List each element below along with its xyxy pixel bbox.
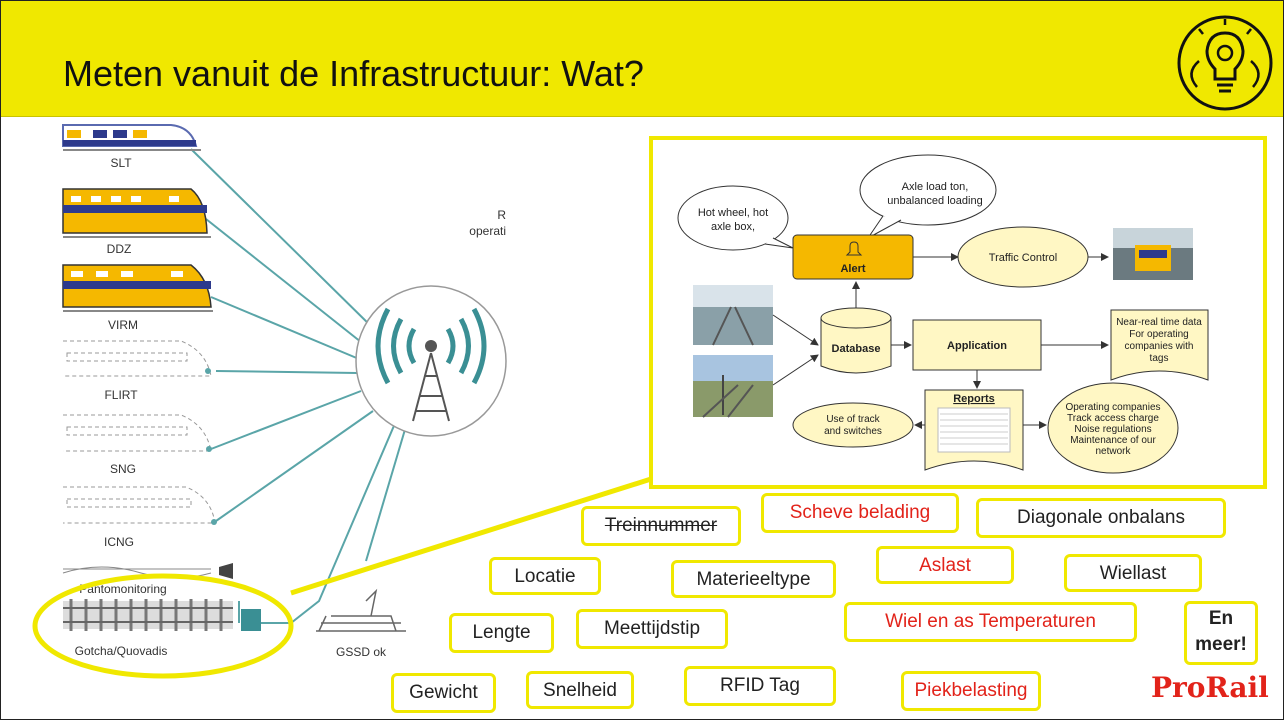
reports-node: Reports — [924, 389, 1024, 471]
bubble-hot-wheel: Hot wheel, hot axle box, — [677, 185, 794, 251]
tag-rfid: RFID Tag — [684, 666, 836, 706]
operating-line: Track access charge — [1067, 413, 1159, 424]
alert-node: Alert — [792, 234, 914, 280]
operating-line: Operating companies — [1065, 402, 1160, 413]
tag-en-meer-line: meer! — [1195, 634, 1247, 655]
use-of-track-node: Use of track and switches — [792, 402, 914, 448]
reports-label: Reports — [953, 393, 995, 405]
tag-meettijdstip: Meettijdstip — [576, 609, 728, 649]
traffic-control-node: Traffic Control — [957, 226, 1089, 288]
traffic-control-label: Traffic Control — [989, 252, 1057, 264]
tag-wiellast: Wiellast — [1064, 554, 1202, 592]
photo-track-2 — [693, 355, 773, 418]
data-flow-diagram: Hot wheel, hot axle box, Axle load ton, … — [649, 136, 1267, 489]
train-flirt: FLIRT — [63, 340, 212, 402]
highlight-ellipse — [32, 573, 294, 679]
photo-track-1 — [693, 285, 773, 346]
tag-en-meer-line: En — [1208, 608, 1234, 629]
partial-text-operati: operati — [469, 224, 506, 238]
train-label: SLT — [110, 156, 132, 170]
use-of-track-line: and switches — [824, 426, 882, 437]
tag-diagonale-onbalans: Diagonale onbalans — [976, 498, 1226, 538]
alert-label: Alert — [840, 263, 865, 275]
train-icng: ICNG — [63, 486, 216, 549]
photo-station-train — [1113, 228, 1193, 280]
train-label: ICNG — [104, 535, 134, 549]
nrt-line: companies with — [1125, 341, 1194, 352]
lightbulb-icon — [1177, 15, 1273, 111]
nrt-line: For operating — [1129, 329, 1188, 340]
gssd-device — [316, 588, 406, 632]
nrt-line: Near-real time data — [1116, 317, 1202, 328]
tag-wiel-temperaturen: Wiel en as Temperaturen — [844, 602, 1137, 642]
database-node: Database — [820, 307, 892, 374]
callout-connector — [290, 476, 652, 596]
tag-locatie: Locatie — [489, 557, 601, 595]
near-real-time-node: Near-real time data For operating compan… — [1110, 309, 1209, 381]
train-virm: VIRM — [62, 264, 213, 332]
gssd-label: GSSD ok — [336, 645, 387, 659]
train-label: FLIRT — [104, 388, 138, 402]
train-sng: SNG — [63, 414, 212, 476]
svg-text:unbalanced loading: unbalanced loading — [887, 195, 982, 207]
train-label: DDZ — [107, 242, 132, 256]
nrt-line: tags — [1150, 353, 1169, 364]
train-label: SNG — [110, 462, 136, 476]
gotcha-track — [63, 599, 261, 631]
data-flow-svg: Hot wheel, hot axle box, Axle load ton, … — [677, 154, 1209, 474]
bubble-axle-load: Axle load ton, unbalanced loading — [859, 154, 997, 239]
tag-piekbelasting: Piekbelasting — [901, 671, 1041, 711]
operating-line: network — [1095, 446, 1131, 457]
operating-line: Noise regulations — [1074, 424, 1151, 435]
svg-text:axle box,: axle box, — [711, 221, 755, 233]
gotcha-label: Gotcha/Quovadis — [75, 644, 168, 658]
operating-companies-node: Operating companies Track access charge … — [1047, 382, 1179, 474]
database-label: Database — [832, 343, 881, 355]
tag-en-meer: En meer! — [1184, 601, 1258, 665]
tag-gewicht: Gewicht — [391, 673, 496, 713]
application-label: Application — [947, 340, 1007, 352]
application-node: Application — [912, 319, 1042, 371]
use-of-track-line: Use of track — [826, 414, 880, 425]
train-ddz: DDZ — [62, 188, 211, 256]
tag-snelheid: Snelheid — [526, 671, 634, 709]
tag-aslast: Aslast — [876, 546, 1014, 584]
tag-materieeltype: Materieeltype — [671, 560, 836, 598]
svg-text:Hot wheel, hot: Hot wheel, hot — [698, 207, 768, 219]
operating-line: Maintenance of our — [1070, 435, 1156, 446]
tag-lengte: Lengte — [449, 613, 554, 653]
svg-text:Axle load ton,: Axle load ton, — [902, 181, 969, 193]
tag-treinnummer: Treinnummer — [581, 506, 741, 546]
pantomonitoring-label: Pantomonitoring — [79, 582, 166, 596]
prorail-logo: ProRail — [1151, 671, 1269, 704]
camera-icon — [219, 563, 233, 579]
partial-text-r: R — [497, 208, 506, 222]
train-slt: SLT — [62, 124, 201, 170]
title-bar: Meten vanuit de Infrastructuur: Wat? — [1, 1, 1283, 117]
connection-lines — [190, 148, 410, 624]
page-title: Meten vanuit de Infrastructuur: Wat? — [63, 53, 644, 94]
tag-scheve-belading: Scheve belading — [761, 493, 959, 533]
train-label: VIRM — [108, 318, 138, 332]
antenna-icon — [355, 285, 507, 437]
